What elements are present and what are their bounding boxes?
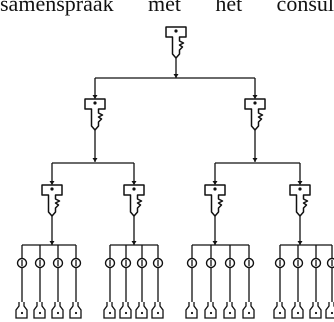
key-icon	[244, 98, 266, 131]
key-hole	[298, 187, 302, 191]
key-hole	[93, 101, 97, 105]
key-icon	[41, 184, 63, 217]
lock-dot	[330, 311, 334, 315]
lock-icon	[51, 302, 64, 319]
lock-icon	[325, 302, 334, 319]
arrow-head	[252, 95, 258, 99]
lock-icon	[309, 302, 322, 319]
lock-icon	[119, 302, 132, 319]
lock-icon	[69, 302, 82, 319]
key-icon	[165, 26, 187, 59]
arrow-head	[92, 158, 98, 162]
arrow-head	[49, 181, 55, 185]
lock-dot	[108, 311, 112, 315]
lock-dot	[74, 311, 78, 315]
lock-dot	[20, 311, 24, 315]
lock-icon	[242, 302, 255, 319]
lock-icon	[204, 302, 217, 319]
key-hole	[50, 187, 54, 191]
lock-cylinder-icon	[326, 257, 334, 269]
key-icon	[204, 184, 226, 217]
arrow-head	[92, 95, 98, 99]
lock-dot	[140, 311, 144, 315]
lock-icon	[103, 302, 116, 319]
arrow-head	[252, 158, 258, 162]
lock-dot	[278, 311, 282, 315]
lock-dot	[124, 311, 128, 315]
arrow-head	[212, 181, 218, 185]
arrow-head	[173, 74, 179, 78]
lock-dot	[209, 311, 213, 315]
arrow-head	[49, 241, 55, 245]
lock-icon	[223, 302, 236, 319]
key-icon	[84, 98, 106, 131]
arrow-head	[131, 181, 137, 185]
key-icon	[289, 184, 311, 217]
key-hole	[213, 187, 217, 191]
key-hole	[253, 101, 257, 105]
key-hole	[132, 187, 136, 191]
key-hole	[174, 29, 178, 33]
lock-icon	[273, 302, 286, 319]
arrow-head	[297, 181, 303, 185]
lock-icon	[185, 302, 198, 319]
lock-dot	[56, 311, 60, 315]
arrow-head	[212, 241, 218, 245]
lock-icon	[151, 302, 164, 319]
lock-dot	[314, 311, 318, 315]
lock-icon	[15, 302, 28, 319]
lock-dot	[38, 311, 42, 315]
lock-dot	[247, 311, 251, 315]
lock-dot	[296, 311, 300, 315]
lock-dot	[156, 311, 160, 315]
lock-icon	[135, 302, 148, 319]
caption-text: samenspraak met het consul	[0, 0, 334, 16]
arrow-head	[297, 241, 303, 245]
key-icon	[123, 184, 145, 217]
lock-dot	[190, 311, 194, 315]
arrow-head	[131, 241, 137, 245]
lock-icon	[291, 302, 304, 319]
lock-dot	[228, 311, 232, 315]
lock-icon	[33, 302, 46, 319]
